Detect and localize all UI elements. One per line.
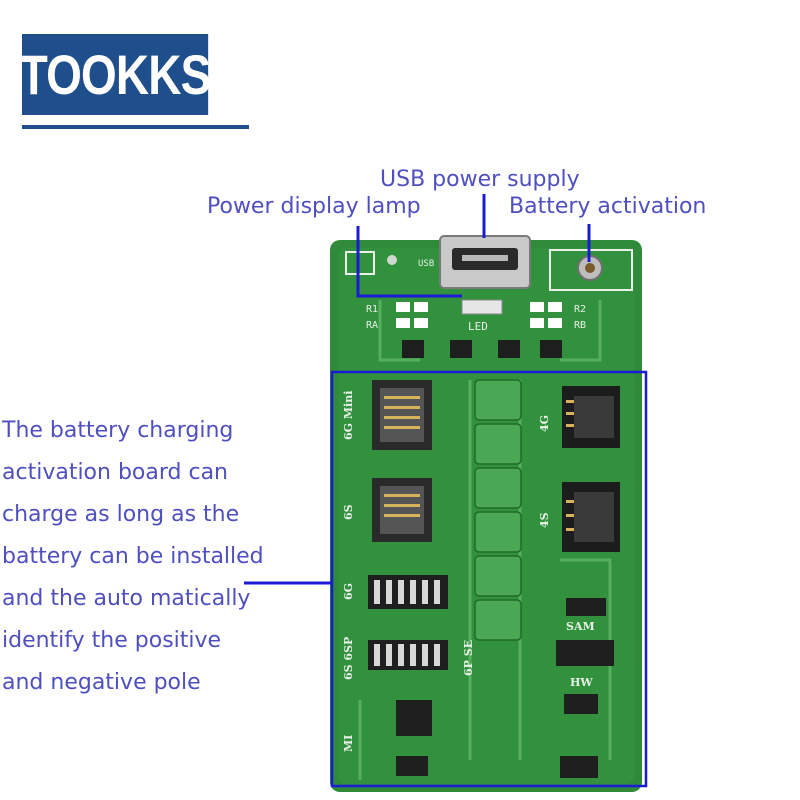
connector-hw bbox=[556, 640, 614, 666]
connector-generic bbox=[560, 694, 598, 778]
label-6p: 6P SE bbox=[462, 640, 475, 676]
label-6s-6sp: 6S 6SP bbox=[342, 637, 355, 680]
connector-6s-6sp bbox=[368, 640, 448, 670]
r1-label: R1 bbox=[366, 304, 378, 315]
usb-power-callout: USB power supply bbox=[380, 167, 580, 192]
connector-6g-mini bbox=[372, 380, 432, 450]
board-center-emboss bbox=[474, 379, 522, 641]
callout-lines bbox=[244, 194, 591, 585]
connector-6s bbox=[372, 478, 432, 542]
connector-6g bbox=[368, 575, 448, 609]
connector-4s bbox=[562, 482, 620, 552]
connector-sam bbox=[566, 598, 606, 616]
connector-4g bbox=[562, 386, 620, 448]
description-line: battery can be installed bbox=[2, 544, 264, 569]
ra-label: RA bbox=[366, 320, 378, 331]
label-4s: 4S bbox=[538, 512, 551, 528]
label-6g-mini: 6G Mini bbox=[342, 391, 355, 440]
description-line: charge as long as the bbox=[2, 502, 240, 527]
battery-activation-callout: Battery activation bbox=[509, 194, 707, 219]
r2-label: R2 bbox=[574, 304, 586, 315]
description-line: identify the positive bbox=[2, 628, 222, 653]
label-4g: 4G bbox=[538, 415, 551, 432]
label-6g: 6G bbox=[342, 583, 355, 600]
label-sam: SAM bbox=[566, 620, 595, 633]
label-mi: MI bbox=[342, 735, 355, 752]
brand-logo: TOOKKS bbox=[19, 34, 212, 115]
description-line: activation board can bbox=[2, 460, 228, 485]
connector-mi bbox=[396, 700, 432, 776]
rb-label: RB bbox=[574, 320, 586, 331]
activation-button bbox=[549, 249, 633, 291]
led bbox=[461, 299, 503, 315]
power-lamp-callout: Power display lamp bbox=[207, 194, 421, 219]
led-label: LED bbox=[468, 320, 488, 333]
charging-area-frame bbox=[330, 370, 648, 788]
brand-logo-text: TOOKKS bbox=[19, 43, 212, 106]
label-6s: 6S bbox=[342, 504, 355, 520]
description-line: and negative pole bbox=[2, 670, 201, 695]
brand-underline bbox=[22, 125, 249, 129]
description-line: The battery charging bbox=[2, 418, 234, 443]
product-description: The battery charging activation board ca… bbox=[2, 410, 292, 704]
usb-label: USB bbox=[418, 259, 434, 269]
description-line: and the auto matically bbox=[2, 586, 251, 611]
label-hw: HW bbox=[570, 676, 593, 689]
